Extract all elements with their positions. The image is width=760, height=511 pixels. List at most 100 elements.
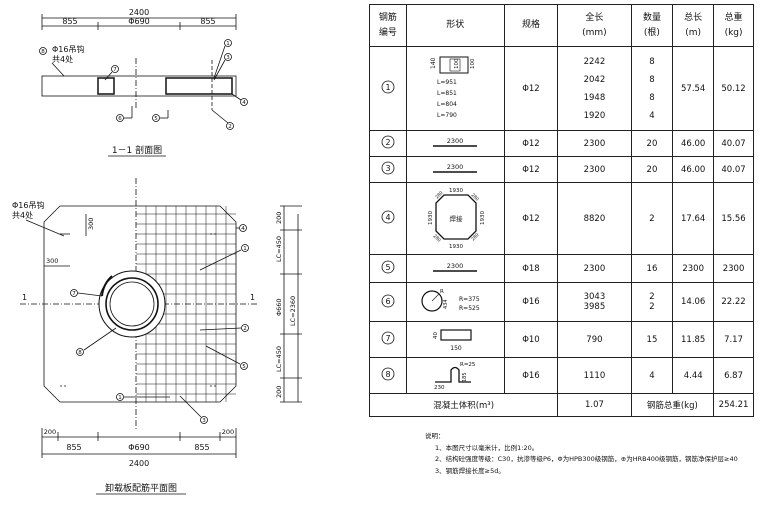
svg-text:L=804: L=804: [437, 101, 457, 108]
dim-bottom-mid: Φ690: [128, 443, 150, 452]
weight-cell: 40.07: [713, 130, 754, 157]
section-mark-right: 1: [250, 293, 255, 302]
header-shape: 形状: [405, 4, 505, 47]
header-length: 全长(mm): [557, 4, 632, 47]
right-dimension-chain: 200 LC=450 Φ660 LC=450 200 LC=2360: [275, 205, 302, 403]
dim-right-lc450a: LC=450: [275, 236, 283, 262]
table-row: 4 1930 1930 1930 1930 280 280 280 280 焊接…: [369, 182, 754, 255]
svg-text:R=25: R=25: [460, 362, 476, 368]
note-item: 2、结构砼强度等级：C30，抗渗等级P6，Φ为HPB300级钢筋，⊕为HRB40…: [435, 455, 738, 463]
header-spec: 规格: [503, 4, 559, 47]
row-number-circle: 8: [381, 367, 395, 381]
length-cell: 8820: [557, 182, 632, 255]
dim-right-lc2360: LC=2360: [289, 296, 297, 326]
row-number-circle: 6: [381, 294, 395, 307]
svg-text:L=851: L=851: [437, 90, 457, 97]
dim-mid-top: Φ690: [128, 17, 150, 26]
svg-text:2300: 2300: [446, 137, 463, 145]
total-length-cell: 14.06: [672, 282, 715, 322]
callout-number: 5: [154, 116, 158, 122]
table-row: 7 40 150 Φ10 790 15 11.85 7.17: [369, 321, 754, 358]
shape-cell: 1930 1930 1930 1930 280 280 280 280 焊接: [405, 182, 505, 255]
hook-note-1b: 共4处: [52, 54, 73, 64]
table-row: 1 140 100 100 L=951 L=851 L=804 L=790 Φ1…: [369, 46, 754, 131]
notes-title: 说明：: [425, 432, 445, 440]
callout-number: 2: [243, 326, 247, 332]
dim-bottom-200-right: 200: [222, 428, 234, 436]
row-number-circle: 3: [381, 161, 395, 175]
reinforcement-drawing: 2400 855 Φ690 855 Φ16吊钩 共4处 1－1 剖面图: [12, 8, 302, 495]
dim-right-lc450b: LC=450: [275, 346, 283, 372]
svg-text:5: 5: [385, 263, 390, 272]
section-1-1: 1－1 剖面图: [41, 39, 248, 157]
svg-text:434: 434: [443, 299, 449, 309]
spec-cell: Φ12: [503, 130, 559, 157]
svg-text:7: 7: [385, 334, 390, 343]
plan-view: 300 300 Φ16吊钩 共4处 1 1: [12, 178, 258, 430]
dim-right-200a: 200: [275, 212, 283, 224]
shape-octagon-ring: 1930 1930 1930 1930 280 280 280 280 焊接: [428, 188, 486, 250]
svg-text:6: 6: [385, 297, 390, 306]
svg-text:1930: 1930: [480, 211, 486, 225]
shape-straight-bar: 2300: [432, 262, 477, 272]
header-total-len: 总长(m): [672, 4, 715, 47]
spec-cell: Φ12: [503, 46, 559, 131]
svg-text:280: 280: [469, 192, 479, 202]
dim-right-top: 855: [200, 17, 215, 26]
section-mark-left: 1: [22, 293, 27, 302]
row-number-circle: 7: [381, 331, 395, 345]
weight-cell: 7.17: [713, 321, 754, 358]
svg-text:1930: 1930: [428, 211, 434, 225]
svg-text:185: 185: [462, 372, 468, 382]
total-length-cell: 46.00: [672, 130, 715, 157]
header-qty: 数量(根): [630, 4, 674, 47]
callout-number: 7: [113, 67, 117, 73]
qty-cell: 4: [630, 357, 674, 394]
steel-total-value: 254.21: [713, 393, 754, 417]
svg-text:230: 230: [434, 385, 445, 390]
row-number-circle: 4: [381, 210, 395, 224]
svg-text:40: 40: [433, 332, 439, 339]
callout-number: 2: [228, 124, 232, 130]
total-length-cell: 46.00: [672, 156, 715, 183]
length-cell: 2300: [557, 156, 632, 183]
steel-total-label: 钢筋总重(kg): [630, 393, 715, 417]
hook-note-2: Φ16吊钩: [12, 200, 44, 210]
concrete-volume-label: 混凝土体积(m³): [368, 393, 559, 417]
rebar-mesh: [136, 206, 236, 402]
callout-number: 8: [41, 49, 45, 55]
shape-straight-bar: 2300: [432, 163, 477, 173]
hook-note-2b: 共4处: [12, 210, 33, 220]
svg-text:4: 4: [385, 213, 390, 222]
spec-cell: Φ12: [503, 156, 559, 183]
svg-text:280: 280: [431, 233, 441, 243]
shape-cell: 2300: [405, 130, 505, 157]
callout-number: 4: [241, 226, 245, 232]
total-length-cell: 4.44: [672, 357, 715, 394]
shape-cell: 140 100 100 L=951 L=851 L=804 L=790: [405, 46, 505, 131]
hook-note-1: Φ16吊钩: [52, 44, 84, 54]
callout-number: 8: [78, 350, 82, 356]
svg-text:2300: 2300: [446, 163, 463, 171]
weight-cell: 2300: [713, 254, 754, 283]
svg-text:L=951: L=951: [437, 79, 457, 86]
dim-300-a: 300: [87, 218, 95, 230]
dim-300-b: 300: [46, 257, 58, 265]
weight-cell: 40.07: [713, 156, 754, 183]
callout-number: 5: [242, 364, 246, 370]
table-footer-row: 混凝土体积(m³) 1.07 钢筋总重(kg) 254.21: [368, 393, 754, 417]
callout-number: 3: [202, 418, 206, 424]
spec-cell: Φ16: [503, 357, 559, 394]
table-row: 5 2300 Φ18 2300 16 2300 2300: [369, 254, 754, 283]
top-dimension-chain: 2400 855 Φ690 855: [41, 8, 237, 30]
length-cell: 790: [557, 321, 632, 358]
callout-number: 6: [118, 116, 122, 122]
header-weight: 总重(kg): [713, 4, 754, 47]
spec-cell: Φ10: [503, 321, 559, 358]
svg-text:1930: 1930: [449, 244, 463, 250]
shape-cell: 2300: [405, 254, 505, 283]
svg-text:280: 280: [434, 190, 444, 200]
svg-text:100: 100: [454, 58, 460, 69]
